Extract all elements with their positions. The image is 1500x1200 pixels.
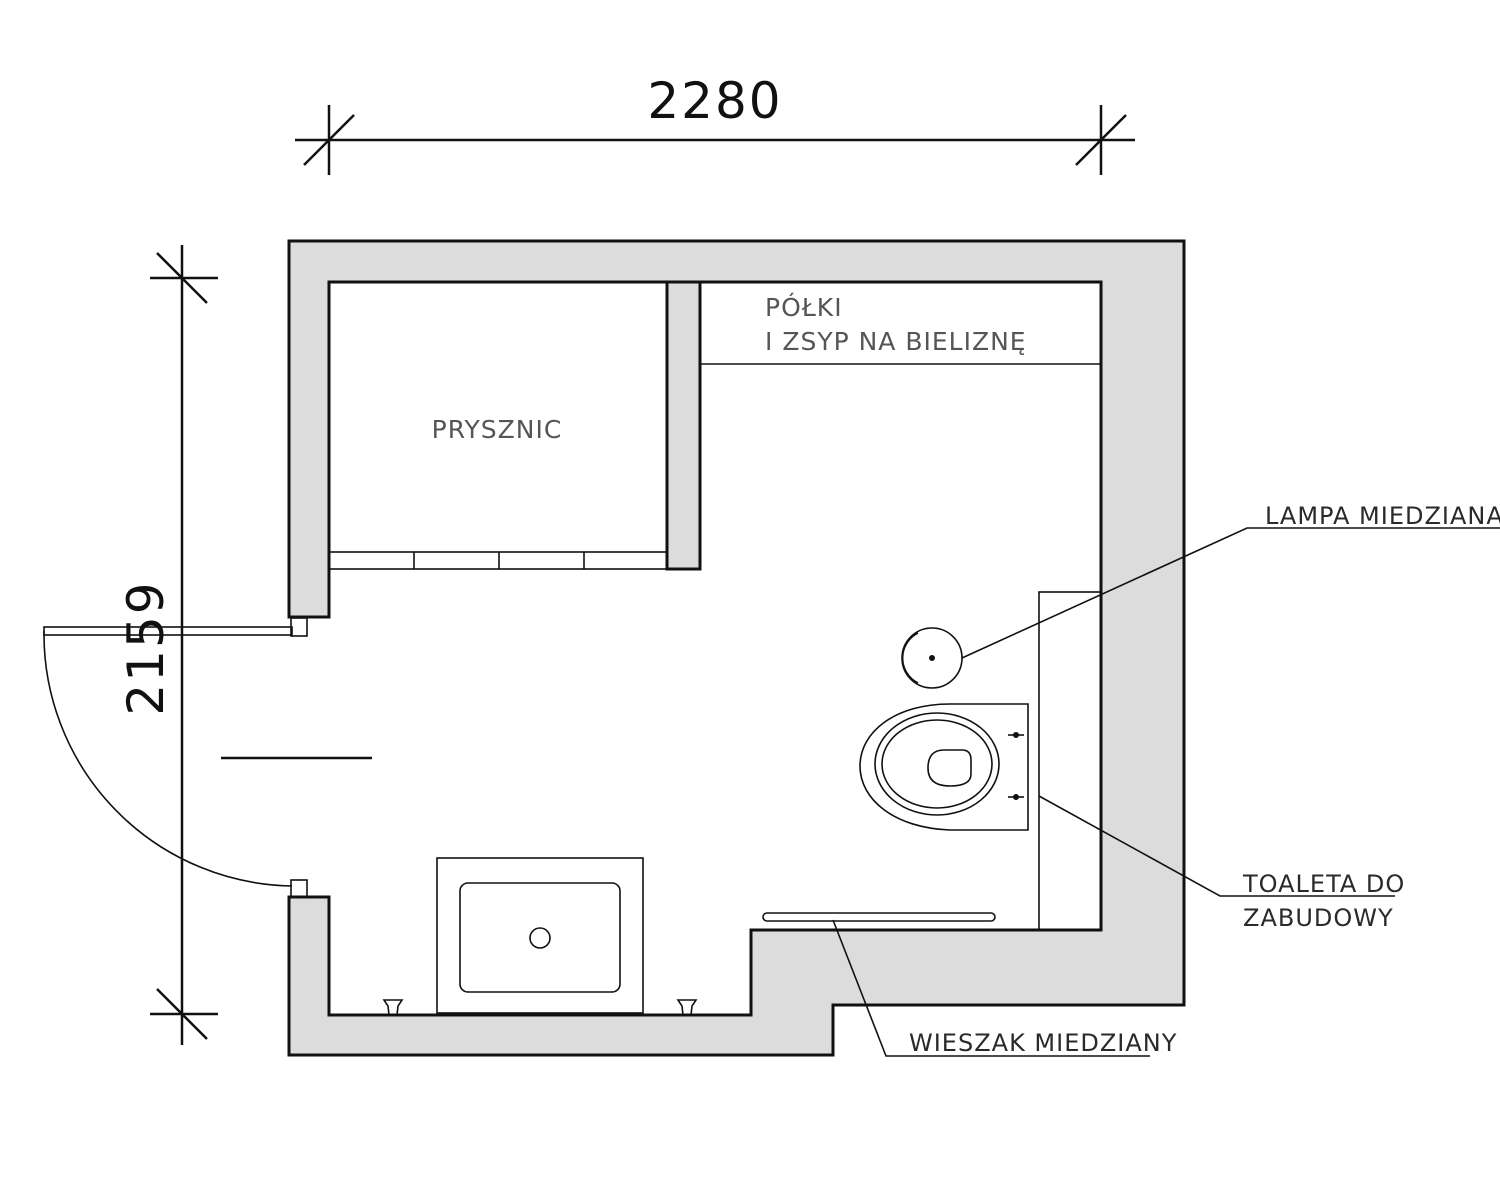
copper-towel-hanger (762, 912, 996, 922)
lamp-center-dot (929, 655, 935, 661)
toilet-drain-icon (927, 749, 972, 787)
toilet-installation-frame (1038, 591, 1102, 931)
washbasin-outer (436, 857, 644, 1014)
shower: PRYSZNIC (328, 280, 702, 571)
width-tick-left (303, 114, 355, 166)
shelves-label-line1: PÓŁKI (765, 292, 843, 322)
toilet-label-line1: TOALETA DO (1242, 870, 1405, 898)
toilet-label-line2: ZABUDOWY (1243, 904, 1394, 932)
washbasin-bowl (459, 882, 621, 993)
height-tick-top (156, 252, 208, 304)
shower-label: PRYSZNIC (432, 415, 563, 444)
toilet-callout: TOALETA DO ZABUDOWY (1038, 795, 1405, 932)
wall-hung-toilet (859, 703, 1029, 831)
washbasin-bracket-icon (382, 999, 404, 1016)
width-dimension-value: 2280 (647, 72, 782, 130)
shower-partition-wall (665, 280, 702, 571)
door-swing-arc (43, 630, 293, 887)
towel-hanger-bar (762, 912, 996, 922)
shelves-and-laundry-chute: PÓŁKI I ZSYP NA BIELIZNĘ (700, 292, 1101, 365)
door (43, 626, 293, 887)
washbasin-drain-icon (529, 927, 551, 949)
copper-lamp (901, 627, 963, 689)
height-tick-bottom (156, 988, 208, 1040)
lamp-callout: LAMPA MIEDZIANA (961, 502, 1500, 659)
shower-glass-panel (328, 551, 668, 570)
washbasin (382, 857, 698, 1016)
upper-wall (287, 239, 1186, 1057)
toilet-seat-outer (874, 712, 1000, 816)
toilet-bowl-outline (859, 703, 1029, 831)
toilet-fixing-bolt-dot (1013, 732, 1019, 738)
toilet-seat-inner (881, 719, 993, 809)
lamp-leader-line (961, 527, 1500, 659)
height-dimension: 2159 (117, 245, 218, 1045)
hanger-leader-line (832, 919, 1150, 1057)
hanger-label: WIESZAK MIEDZIANY (909, 1029, 1177, 1057)
toilet-leader-line (1038, 795, 1395, 897)
toilet-fixing-bolt-dot (1013, 794, 1019, 800)
washbasin-bracket-icon (676, 999, 698, 1016)
width-dimension: 2280 (295, 72, 1135, 175)
door-jamb-top (290, 617, 308, 637)
shelves-label-line2: I ZSYP NA BIELIZNĘ (765, 327, 1027, 356)
lamp-label: LAMPA MIEDZIANA (1265, 502, 1500, 530)
hanger-callout: WIESZAK MIEDZIANY (832, 919, 1177, 1057)
height-dimension-value: 2159 (117, 580, 175, 715)
width-tick-right (1075, 114, 1127, 166)
lamp-inner-arc (901, 632, 919, 684)
door-jamb-bottom (290, 879, 308, 898)
